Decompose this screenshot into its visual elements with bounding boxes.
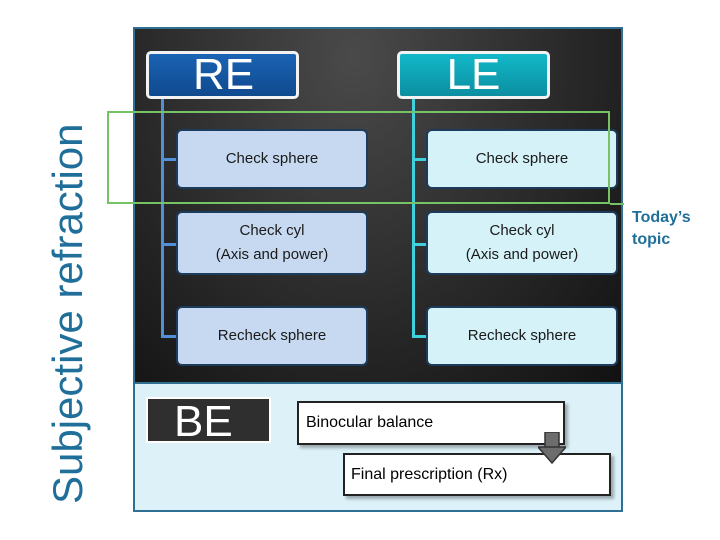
left-eye-header: LE [397,51,550,99]
todays-topic-highlight [107,111,610,204]
re-connector-branch-3 [161,335,177,338]
binocular-header: BE [146,397,271,445]
todays-topic-line-1: Today’s [632,209,691,226]
right-eye-header: RE [146,51,299,99]
le-connector-branch-1 [412,158,427,161]
re-connector-vertical [161,99,164,338]
down-arrow-icon [538,432,566,464]
re-step-1-text: Check sphere [225,150,319,167]
todays-topic-label: Today’s topic [632,207,691,251]
re-step-check-cyl: Check cyl (Axis and power) [176,211,368,275]
le-connector-branch-3 [412,335,427,338]
todays-topic-line-2: topic [632,231,671,248]
re-connector-branch-2 [161,243,177,246]
le-step-check-cyl: Check cyl (Axis and power) [426,211,618,275]
side-title: Subjective refraction [44,123,91,504]
re-step-2-subtext: (Axis and power) [215,246,329,263]
re-step-recheck-sphere: Recheck sphere [176,306,368,366]
le-step-3-text: Recheck sphere [467,327,577,344]
highlight-connector [610,203,624,205]
re-step-2-text: Check cyl [239,222,305,239]
le-step-recheck-sphere: Recheck sphere [426,306,618,366]
le-connector-branch-2 [412,243,427,246]
re-connector-branch-1 [161,158,177,161]
le-step-2-subtext: (Axis and power) [465,246,579,263]
binocular-balance-step: Binocular balance [297,401,565,445]
le-connector-vertical [412,99,415,338]
le-step-2-text: Check cyl [489,222,555,239]
final-prescription-step: Final prescription (Rx) [343,453,611,496]
le-step-1-text: Check sphere [475,150,569,167]
re-step-check-sphere: Check sphere [176,129,368,189]
le-step-check-sphere: Check sphere [426,129,618,189]
re-step-3-text: Recheck sphere [217,327,327,344]
